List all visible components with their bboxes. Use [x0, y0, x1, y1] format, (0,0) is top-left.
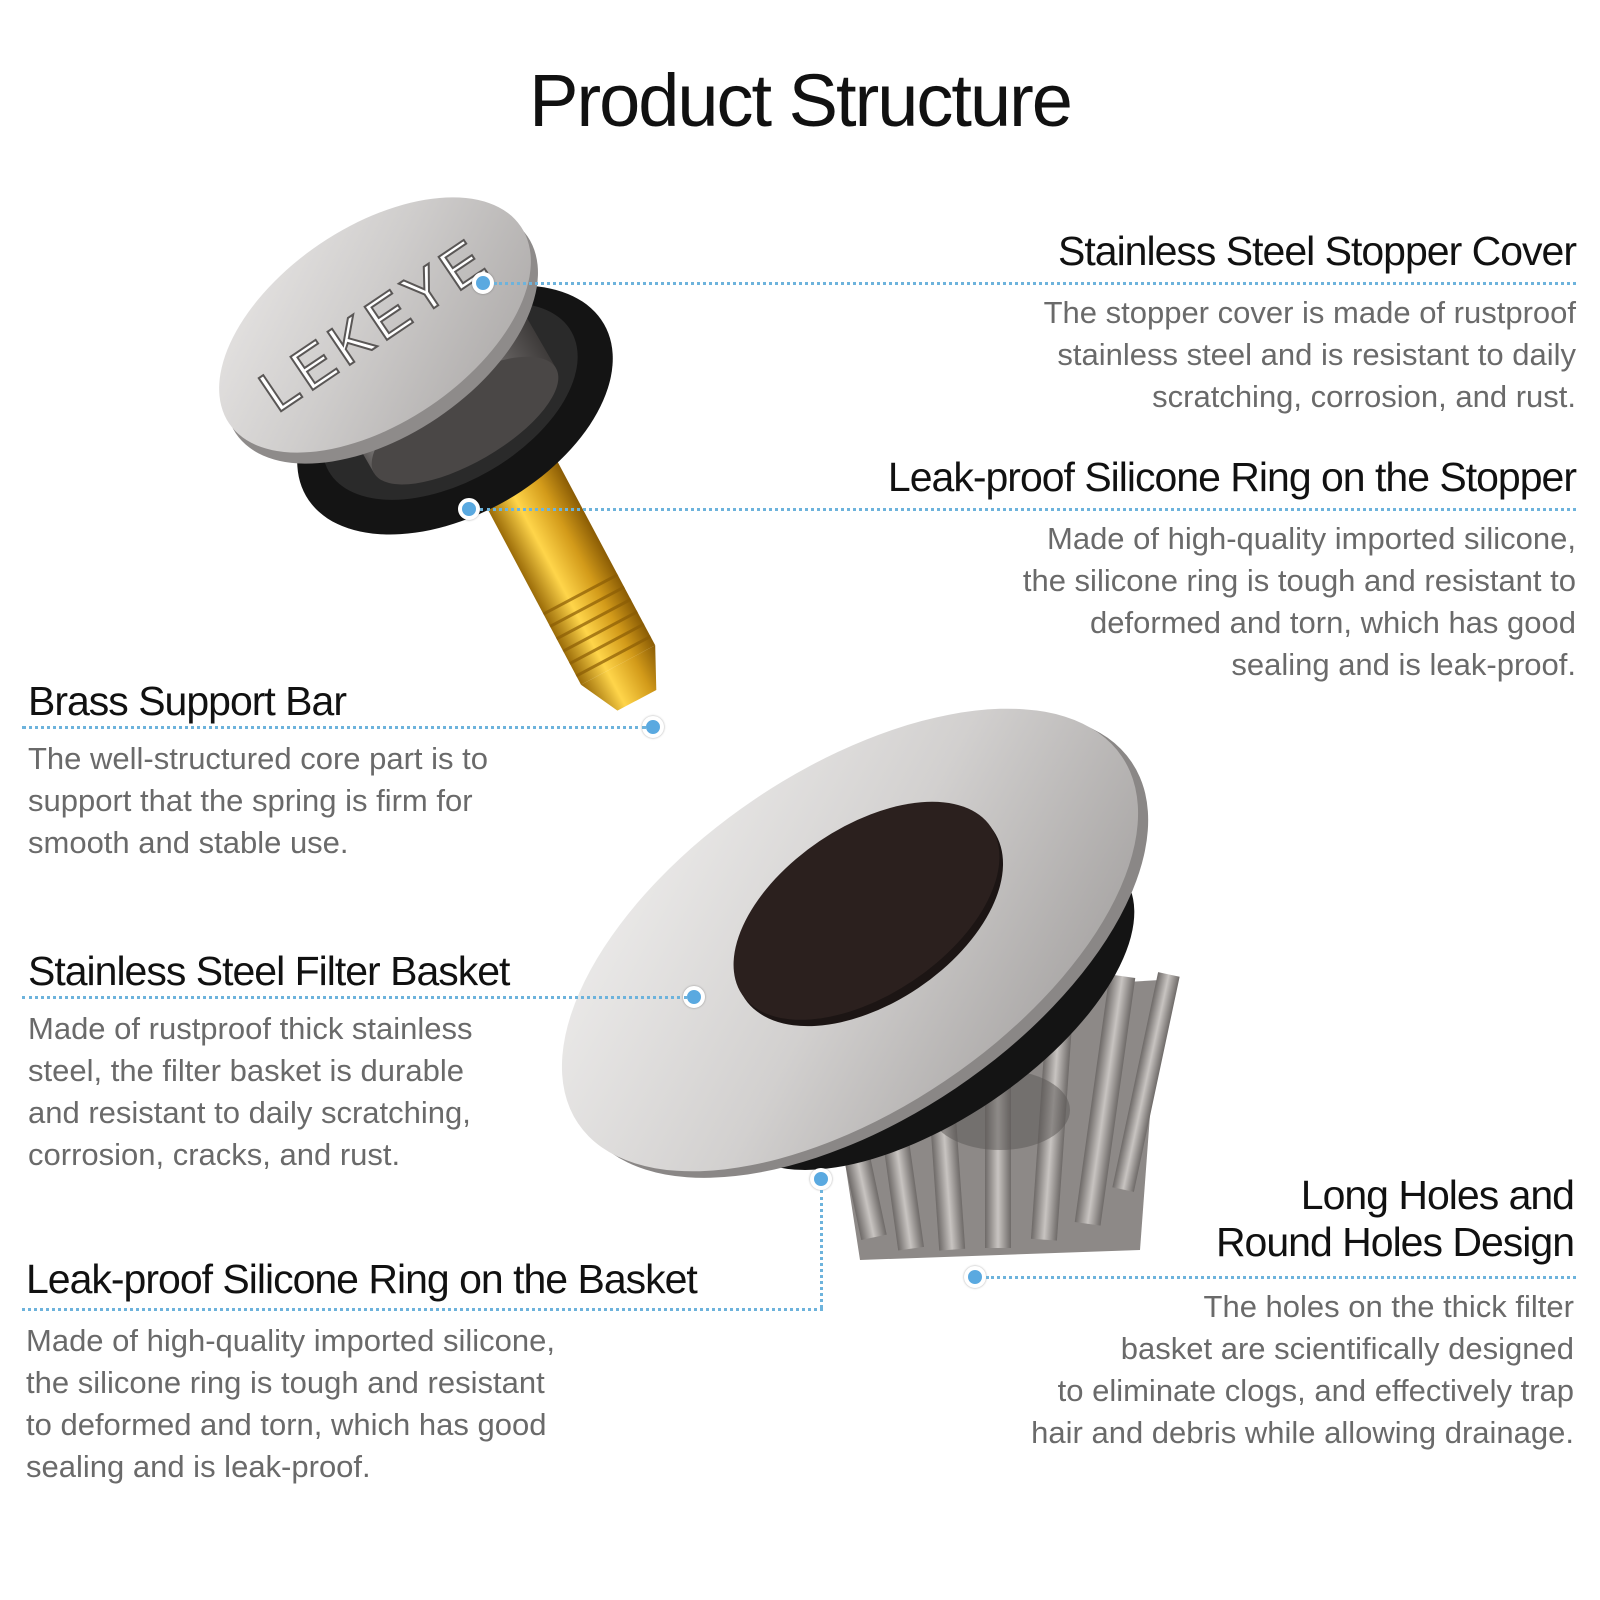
brass-bar-description: The well-structured core part is to supp… — [28, 738, 488, 864]
basket-ring-description: Made of high-quality imported silicone, … — [26, 1320, 555, 1488]
description-line: steel, the filter basket is durable — [28, 1053, 464, 1088]
filter-basket-description: Made of rustproof thick stainless steel,… — [28, 1008, 473, 1176]
description-line: smooth and stable use. — [28, 825, 349, 860]
filter-basket-leader-line — [22, 996, 687, 999]
description-line: Made of high-quality imported silicone, — [26, 1323, 555, 1358]
stopper-cover-description: The stopper cover is made of rustproof s… — [1044, 292, 1576, 418]
holes-design-heading: Long Holes and Round Holes Design — [1215, 1172, 1575, 1266]
description-line: The holes on the thick filter — [1203, 1289, 1574, 1324]
brass-bar-heading: Brass Support Bar — [28, 678, 347, 724]
basket-ring-heading: Leak-proof Silicone Ring on the Basket — [26, 1256, 698, 1302]
brass-bar-leader-line — [22, 726, 646, 729]
stopper-cover-callout-dot — [472, 272, 494, 294]
heading-line: Long Holes and — [1300, 1172, 1575, 1218]
description-line: to deformed and torn, which has good — [26, 1407, 547, 1442]
holes-design-leader-line — [986, 1276, 1576, 1279]
filter-basket-heading: Stainless Steel Filter Basket — [28, 948, 510, 994]
holes-design-description: The holes on the thick filter basket are… — [1031, 1286, 1574, 1454]
holes-design-callout-dot — [964, 1266, 986, 1288]
stopper-ring-heading: Leak-proof Silicone Ring on the Stopper — [887, 454, 1577, 500]
stopper-assembly: LEKEYE — [219, 197, 657, 711]
basket-assembly — [561, 708, 1180, 1260]
basket-flange — [561, 708, 1149, 1178]
stopper-ring-callout-dot — [458, 498, 480, 520]
basket-ring-callout-dot — [810, 1168, 832, 1190]
description-line: The stopper cover is made of rustproof — [1043, 295, 1576, 330]
description-line: scratching, corrosion, and rust. — [1152, 379, 1576, 414]
page-title: Product Structure — [529, 59, 1073, 142]
description-line: corrosion, cracks, and rust. — [28, 1137, 401, 1172]
stopper-cover-heading: Stainless Steel Stopper Cover — [1058, 228, 1577, 274]
heading-line: Round Holes Design — [1215, 1219, 1575, 1266]
description-line: support that the spring is firm for — [28, 783, 473, 818]
description-line: to eliminate clogs, and effectively trap — [1057, 1373, 1574, 1408]
description-line: the silicone ring is tough and resistant — [26, 1365, 545, 1400]
stopper-ring-leader-line — [480, 508, 1576, 511]
basket-ring-leader-vertical — [820, 1190, 823, 1308]
description-line: Made of rustproof thick stainless — [28, 1011, 473, 1046]
description-line: sealing and is leak-proof. — [26, 1449, 371, 1484]
description-line: Made of high-quality imported silicone, — [1047, 521, 1576, 556]
stopper-cover-leader-line — [494, 282, 1576, 285]
description-line: deformed and torn, which has good — [1090, 605, 1576, 640]
description-line: and resistant to daily scratching, — [28, 1095, 471, 1130]
description-line: basket are scientifically designed — [1120, 1331, 1574, 1366]
description-line: the silicone ring is tough and resistant… — [1022, 563, 1576, 598]
description-line: hair and debris while allowing drainage. — [1031, 1415, 1574, 1450]
basket-ring-leader-line — [22, 1308, 823, 1311]
description-line: stainless steel and is resistant to dail… — [1057, 337, 1576, 372]
stopper-ring-description: Made of high-quality imported silicone, … — [1023, 518, 1576, 686]
description-line: The well-structured core part is to — [28, 741, 489, 776]
description-line: sealing and is leak-proof. — [1231, 647, 1576, 682]
